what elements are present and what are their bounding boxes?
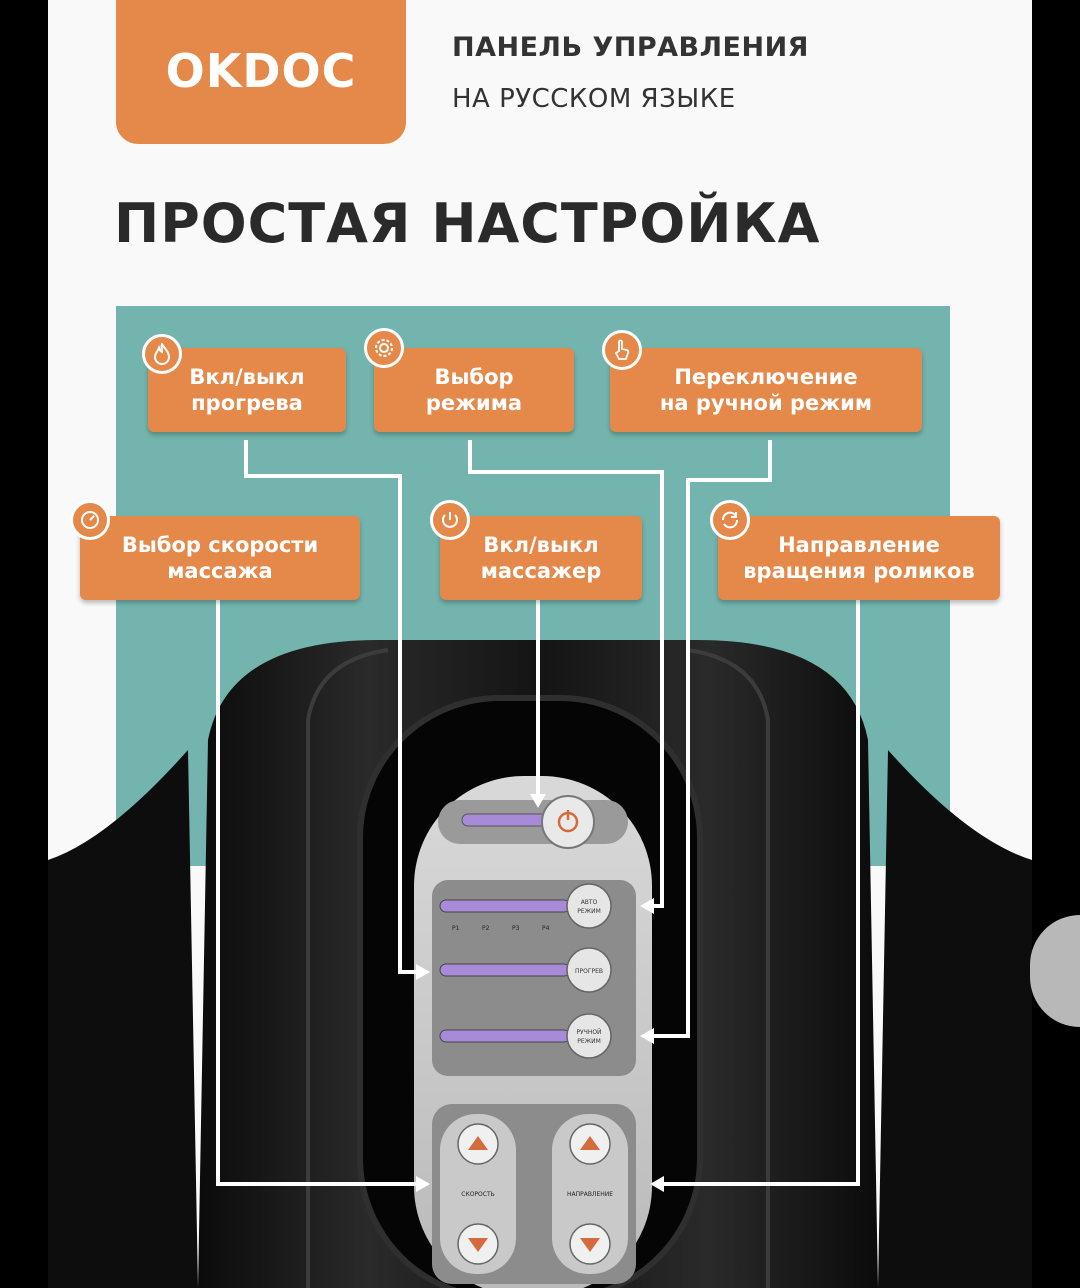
label-heat-line2: прогрева bbox=[191, 391, 303, 415]
label-direction-line2: вращения роликов bbox=[743, 559, 975, 583]
label-direction-line1: Направление bbox=[778, 533, 940, 557]
product-infographic: OKDOC ПАНЕЛЬ УПРАВЛЕНИЯ НА РУССКОМ ЯЗЫКЕ… bbox=[48, 0, 1032, 1288]
label-speed-line1: Выбор скорости bbox=[121, 533, 319, 557]
label-heat-line1: Вкл/выкл bbox=[189, 365, 305, 389]
brand-logo-text: OKDOC bbox=[165, 44, 357, 98]
rotate-icon bbox=[710, 500, 750, 540]
panel-p4: P4 bbox=[542, 925, 550, 932]
label-roller-direction: Направление вращения роликов bbox=[718, 516, 1000, 600]
label-power-line2: массажер bbox=[480, 559, 602, 583]
panel-auto-label-2: РЕЖИМ bbox=[577, 908, 601, 915]
header-line-1: ПАНЕЛЬ УПРАВЛЕНИЯ bbox=[452, 32, 809, 63]
label-power-toggle: Вкл/выкл массажер bbox=[440, 516, 642, 600]
power-icon bbox=[430, 500, 470, 540]
label-mode-line2: режима bbox=[425, 391, 523, 415]
label-manual-line2: на ручной режим bbox=[659, 391, 873, 415]
label-heat-toggle: Вкл/выкл прогрева bbox=[148, 348, 346, 432]
brand-logo: OKDOC bbox=[116, 0, 406, 144]
gauge-icon bbox=[70, 500, 110, 540]
panel-manual-label-2: РЕЖИМ bbox=[577, 1038, 601, 1045]
connector-lines bbox=[216, 440, 860, 1192]
panel-direction-label: НАПРАВЛЕНИЕ bbox=[567, 1191, 613, 1198]
panel-auto-label-1: АВТО bbox=[581, 899, 598, 906]
page-title: ПРОСТАЯ НАСТРОЙКА bbox=[114, 192, 821, 255]
flame-icon bbox=[142, 334, 182, 374]
panel-speed-label: СКОРОСТЬ bbox=[461, 1191, 494, 1198]
gear-icon bbox=[364, 328, 404, 368]
label-manual-mode: Переключение на ручной режим bbox=[610, 348, 922, 432]
label-mode-line1: Выбор bbox=[434, 365, 514, 389]
panel-manual-label-1: РУЧНОЙ bbox=[576, 1029, 601, 1036]
label-manual-line1: Переключение bbox=[674, 365, 858, 389]
label-mode-select: Выбор режима bbox=[374, 348, 574, 432]
left-frame bbox=[0, 0, 48, 1288]
label-power-line1: Вкл/выкл bbox=[483, 533, 599, 557]
hand-icon bbox=[602, 330, 642, 370]
label-speed-select: Выбор скорости массажа bbox=[80, 516, 360, 600]
panel-p3: P3 bbox=[512, 925, 520, 932]
right-frame bbox=[1032, 0, 1080, 1288]
panel-p1: P1 bbox=[452, 925, 460, 932]
label-speed-line2: массажа bbox=[167, 559, 273, 583]
massager-device: АВТО РЕЖИМ ПРОГРЕВ РУЧНОЙ РЕЖИМ P1 P2 P3… bbox=[48, 640, 1032, 1288]
panel-p2: P2 bbox=[482, 925, 490, 932]
header-line-2: НА РУССКОМ ЯЗЫКЕ bbox=[452, 84, 736, 114]
panel-heat-label: ПРОГРЕВ bbox=[575, 968, 603, 975]
